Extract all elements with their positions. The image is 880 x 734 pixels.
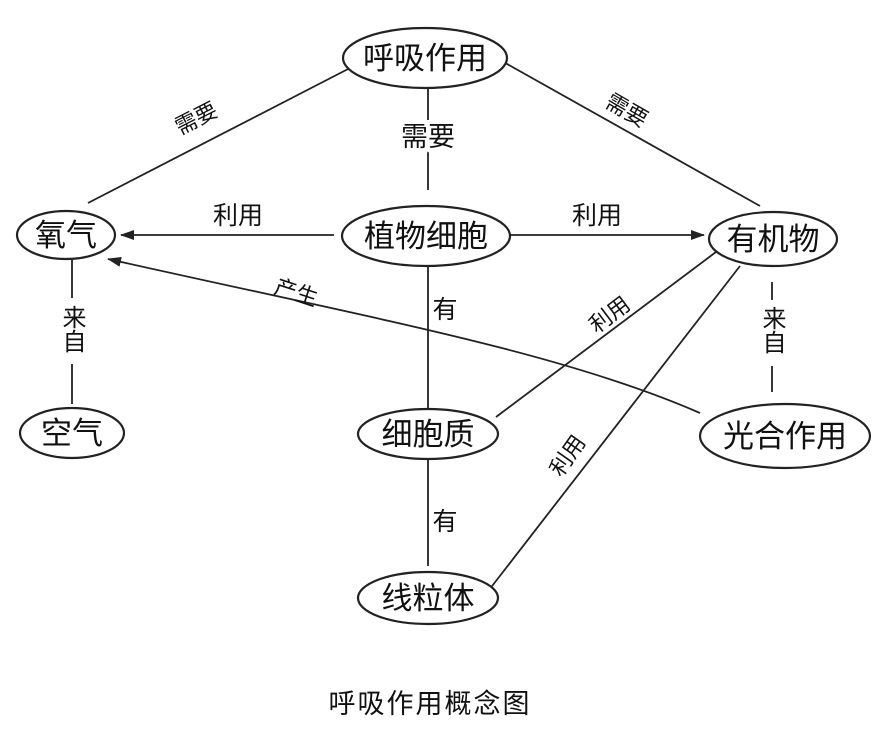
figure-caption: 呼吸作用概念图 [329,689,532,720]
edge-mitochondria-organic [488,265,741,591]
label-cell-respiration: 需要 [401,122,455,153]
label-cell-cytoplasm: 有 [432,295,457,324]
node-photosynthesis-label: 光合作用 [723,419,847,455]
label-cell-oxygen: 利用 [213,201,263,230]
node-mitochondria: 线粒体 [356,570,500,626]
node-respiration: 呼吸作用 [341,26,509,90]
node-cytoplasm: 细胞质 [356,407,500,461]
node-plant-cell: 植物细胞 [340,204,512,268]
node-oxygen-label: 氧气 [35,218,97,254]
node-photosynthesis: 光合作用 [698,402,872,470]
node-organic-matter-label: 有机物 [727,222,820,258]
edge-organic-respiration [499,59,761,207]
label-air-oxygen: 来自 [58,305,86,353]
node-air: 空气 [18,406,126,460]
label-organic-respiration: 需要 [601,89,652,133]
vertical-labels: 来自 来自 [58,298,786,366]
label-oxygen-respiration: 需要 [171,98,222,140]
node-mitochondria-label: 线粒体 [382,581,475,617]
label-mitochondria-organic: 利用 [546,431,592,481]
label-photosynthesis-oxygen: 产生 [271,275,321,312]
edge-cytoplasm-organic [495,251,717,418]
label-cytoplasm-mitochondria: 有 [432,507,457,536]
label-photosynthesis-organic: 来自 [758,306,786,354]
node-plant-cell-label: 植物细胞 [364,219,488,255]
nodes: 呼吸作用 植物细胞 氧气 有机物 空气 细胞质 光合作用 线粒体 [15,26,872,626]
label-cell-organic: 利用 [572,201,622,230]
edge-labels: 需要 需要 需要 需要 利用 利用 产生 有 利用 利用 有 [171,89,651,536]
node-respiration-label: 呼吸作用 [363,41,487,77]
node-air-label: 空气 [41,416,103,452]
node-cytoplasm-label: 细胞质 [382,417,475,453]
edge-oxygen-respiration [87,67,351,204]
node-oxygen: 氧气 [15,209,117,261]
label-cell-respiration-fg: 需要 [401,122,455,153]
node-organic-matter: 有机物 [707,210,839,268]
edge-photosynthesis-oxygen [107,256,701,414]
